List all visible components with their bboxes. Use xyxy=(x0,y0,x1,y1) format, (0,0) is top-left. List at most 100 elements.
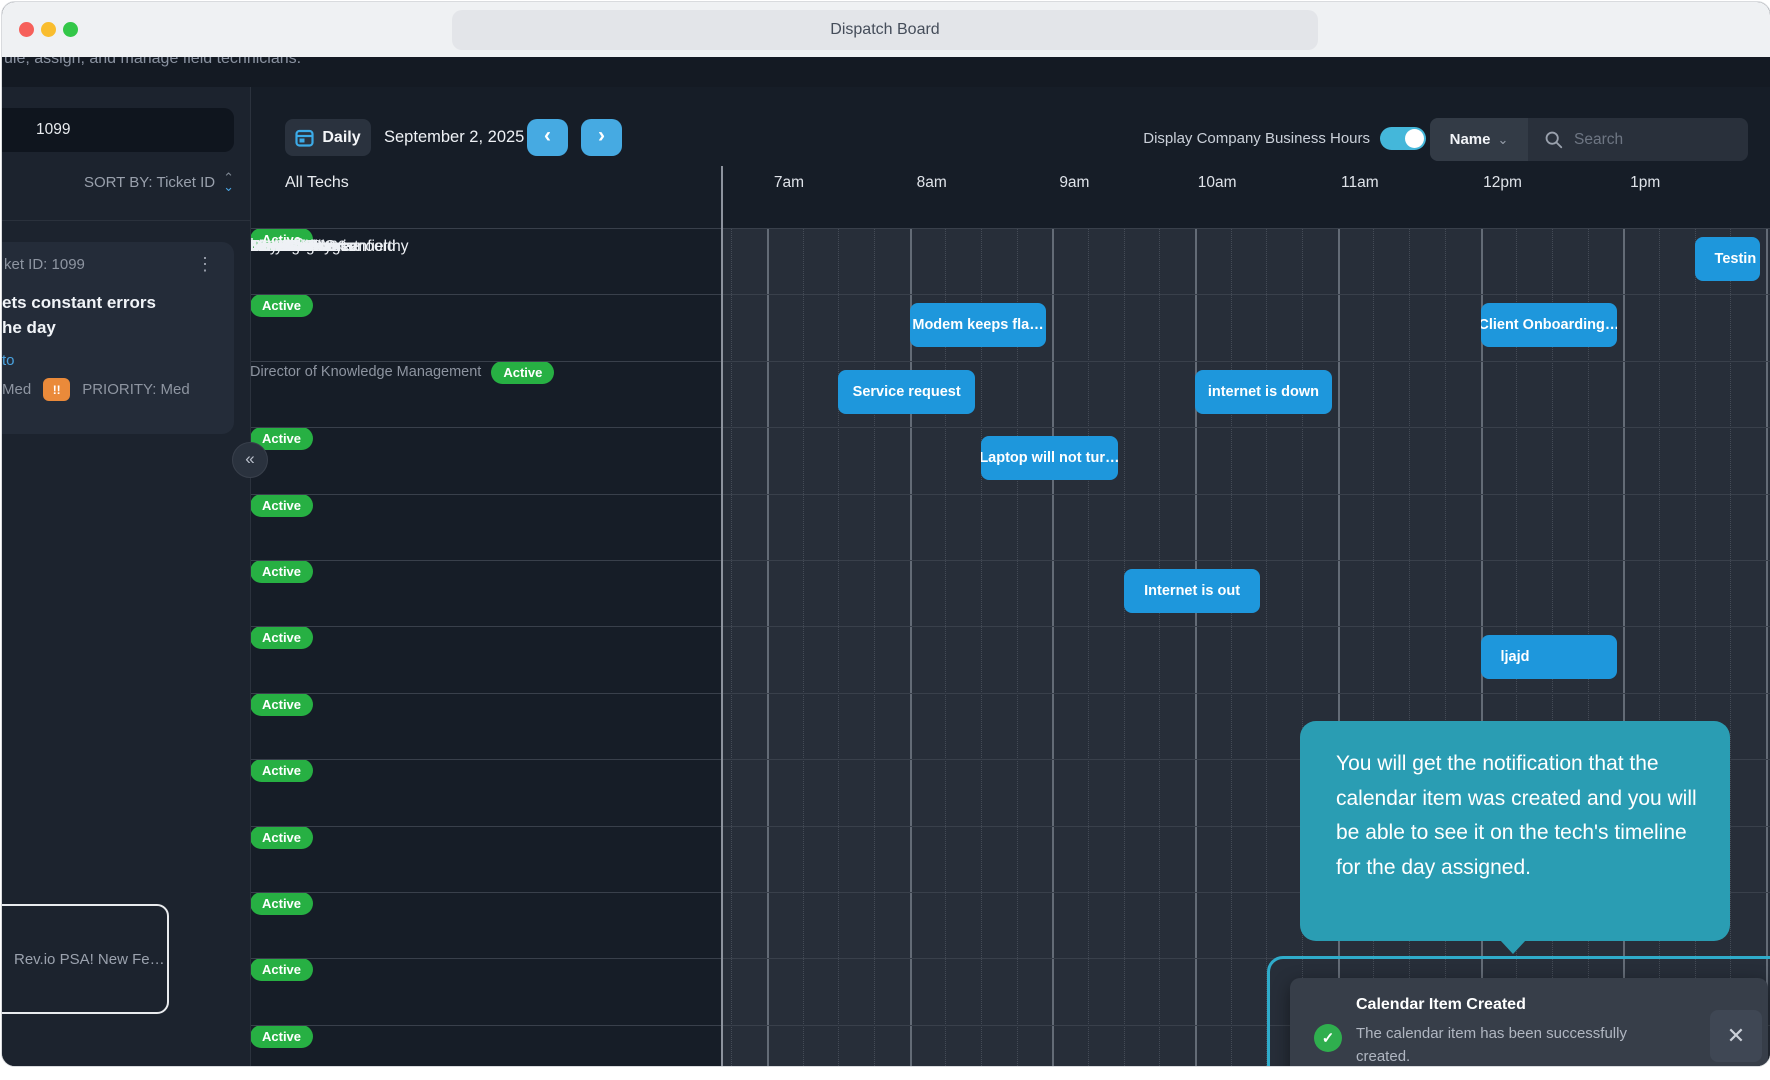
kebab-menu-icon[interactable]: ⋮ xyxy=(196,254,214,275)
row-separator xyxy=(250,626,1770,627)
tech-row[interactable]: Lauren SwygertActive xyxy=(250,1025,670,1066)
status-badge-label: Active xyxy=(250,826,313,849)
quarter-hour-gridline xyxy=(981,228,982,1066)
quarter-hour-gridline xyxy=(1124,228,1125,1066)
row-separator xyxy=(250,294,1770,295)
view-mode-button[interactable]: Daily xyxy=(285,119,371,156)
calendar-event[interactable]: Client Onboarding… xyxy=(1481,303,1618,347)
hour-gridline xyxy=(1052,228,1054,1066)
hour-gridline xyxy=(767,228,769,1066)
tech-row[interactable]: Lorrie BrowneDirector of Knowledge Manag… xyxy=(250,361,670,427)
quarter-hour-gridline xyxy=(1017,228,1018,1066)
tech-row[interactable]: Chris CohorstActive xyxy=(250,759,670,825)
sidebar-collapse-button[interactable]: « xyxy=(232,442,268,478)
business-hours-label: Display Company Business Hours xyxy=(1022,130,1370,147)
search-icon xyxy=(1,119,4,141)
sort-down-icon[interactable]: ⌄ xyxy=(223,182,234,191)
quarter-hour-gridline xyxy=(731,228,732,1066)
row-separator xyxy=(250,560,1770,561)
zoom-window-button[interactable] xyxy=(63,22,78,37)
status-badge: Active xyxy=(250,958,670,981)
next-day-button[interactable]: › xyxy=(581,119,622,156)
promo-text: Rev.io PSA! New Fe… xyxy=(14,951,165,968)
status-badge: Active xyxy=(250,294,670,317)
sort-direction-icons: ⌃ ⌄ xyxy=(223,173,234,191)
tech-subtitle: Director of Knowledge Management xyxy=(250,364,481,380)
calendar-event[interactable]: ljajd xyxy=(1481,635,1618,679)
status-badge-label: Active xyxy=(250,626,313,649)
hour-gridline xyxy=(910,228,912,1066)
quarter-hour-gridline xyxy=(1159,228,1160,1066)
sidebar: 1099 SORT BY: Ticket ID ⌃ ⌄ ket ID: 1099… xyxy=(2,87,250,1066)
quarter-hour-gridline xyxy=(1266,228,1267,1066)
tech-row[interactable]: Tim SmithActive xyxy=(250,892,670,958)
hour-gridline xyxy=(1195,228,1197,1066)
hour-label-9am: 9am xyxy=(1059,174,1089,192)
ticket-meta-left: Med xyxy=(2,381,31,398)
quarter-hour-gridline xyxy=(1730,228,1731,1066)
hour-label-11am: 11am xyxy=(1341,174,1379,192)
calendar-event[interactable]: Laptop will not tur… xyxy=(981,436,1118,480)
tech-row[interactable]: Marc BarbierActive xyxy=(250,294,670,360)
toast-close-button[interactable]: ✕ xyxy=(1710,1010,1762,1062)
row-separator xyxy=(250,361,1770,362)
status-badge-label: Active xyxy=(250,294,313,317)
status-badge-label: Active xyxy=(250,958,313,981)
ticket-meta-row: Med !! PRIORITY: Med xyxy=(2,378,190,401)
tech-row[interactable]: Josh McPhersonActive xyxy=(250,560,670,626)
status-badge: Active xyxy=(250,759,670,782)
ticket-link[interactable]: to xyxy=(2,352,15,369)
promo-card[interactable]: Rev.io PSA! New Fe… xyxy=(1,904,169,1014)
window-title: Dispatch Board xyxy=(452,10,1318,50)
filter-dropdown-value: Name xyxy=(1450,131,1491,148)
ticket-title: ets constant errors he day xyxy=(2,290,156,340)
tooltip-text: You will get the notification that the c… xyxy=(1336,752,1697,879)
tech-row[interactable]: Bill ShuckActive xyxy=(250,427,670,493)
close-window-button[interactable] xyxy=(19,22,34,37)
tech-row[interactable]: Daryl NathansonActive xyxy=(250,826,670,892)
tech-row[interactable]: Marshall HarrisActive xyxy=(250,693,670,759)
business-hours-toggle[interactable] xyxy=(1380,127,1426,150)
quarter-hour-gridline xyxy=(874,228,875,1066)
ticket-search-input[interactable]: 1099 xyxy=(1,108,234,152)
calendar-event[interactable]: Testin xyxy=(1695,237,1760,281)
window-titlebar: Dispatch Board xyxy=(2,2,1770,57)
toggle-knob xyxy=(1405,129,1424,148)
tech-row[interactable]: Lex LigonActive xyxy=(250,958,670,1024)
filter-dropdown[interactable]: Name ⌄ xyxy=(1430,118,1528,161)
ticket-card[interactable]: ket ID: 1099 ⋮ ets constant errors he da… xyxy=(1,242,234,434)
quarter-hour-gridline xyxy=(945,228,946,1066)
search-value: 1099 xyxy=(36,121,70,139)
sort-by-label: SORT BY: Ticket ID xyxy=(84,174,215,191)
sidebar-main-divider xyxy=(250,87,251,1066)
prev-day-button[interactable]: ‹ xyxy=(527,119,568,156)
priority-icon: !! xyxy=(43,378,70,401)
status-badge-label: Active xyxy=(250,759,313,782)
priority-label: PRIORITY: Med xyxy=(82,381,190,398)
hour-label-12pm: 12pm xyxy=(1483,174,1522,192)
calendar-event[interactable]: Modem keeps fla… xyxy=(910,303,1047,347)
chevron-right-icon: › xyxy=(598,124,605,148)
board-search-input[interactable]: Search xyxy=(1528,130,1623,150)
hour-label-7am: 7am xyxy=(774,174,804,192)
tech-name: Lauren Swygert xyxy=(250,238,359,256)
tech-row[interactable]: Savannah GreenfieldActive xyxy=(250,626,670,692)
status-badge: Active xyxy=(250,826,670,849)
tech-row[interactable]: Ray BargasActive xyxy=(250,494,670,560)
calendar-event[interactable]: Service request xyxy=(838,370,975,414)
row-separator xyxy=(250,494,1770,495)
calendar-event[interactable]: internet is down xyxy=(1195,370,1332,414)
status-badge: Active xyxy=(250,560,670,583)
all-techs-header: All Techs xyxy=(285,174,349,192)
quarter-hour-gridline xyxy=(838,228,839,1066)
row-separator xyxy=(250,427,1770,428)
status-badge: Active xyxy=(250,693,670,716)
sort-by-control[interactable]: SORT BY: Ticket ID ⌃ ⌄ xyxy=(2,165,234,199)
quarter-hour-gridline xyxy=(1231,228,1232,1066)
tooltip-caret xyxy=(1500,940,1526,954)
minimize-window-button[interactable] xyxy=(41,22,56,37)
status-badge-label: Active xyxy=(250,560,313,583)
status-badge-label: Active xyxy=(250,892,313,915)
status-badge: Active xyxy=(491,361,554,384)
calendar-event[interactable]: Internet is out xyxy=(1124,569,1261,613)
